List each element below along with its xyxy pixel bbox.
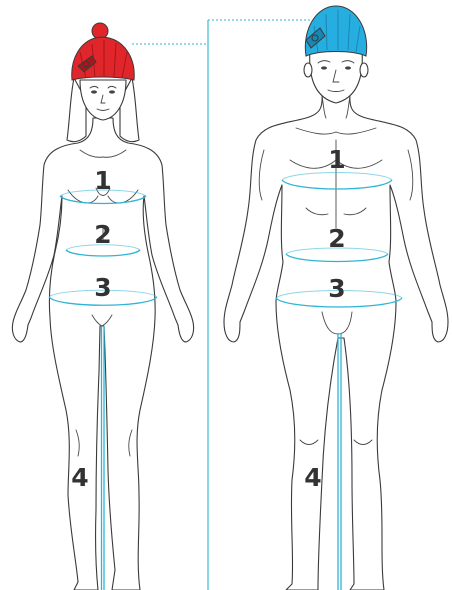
- male-chest-label: 1: [328, 145, 345, 174]
- female-chest-label: 1: [94, 166, 111, 195]
- male-beanie-hat-icon: [305, 6, 366, 56]
- female-inseam-label: 4: [71, 463, 88, 492]
- female-head: [80, 80, 126, 120]
- female-hip-label: 3: [94, 273, 111, 302]
- male-hip-label: 3: [328, 274, 345, 303]
- female-figure: 1 2 3 4: [12, 23, 193, 590]
- male-inseam-label: 4: [304, 463, 321, 492]
- male-head: [310, 50, 363, 103]
- male-waist-label: 2: [328, 224, 345, 253]
- male-figure: 1 2 3 4: [224, 6, 448, 590]
- female-waist-label: 2: [94, 220, 111, 249]
- female-beanie-hat-icon: [72, 23, 134, 80]
